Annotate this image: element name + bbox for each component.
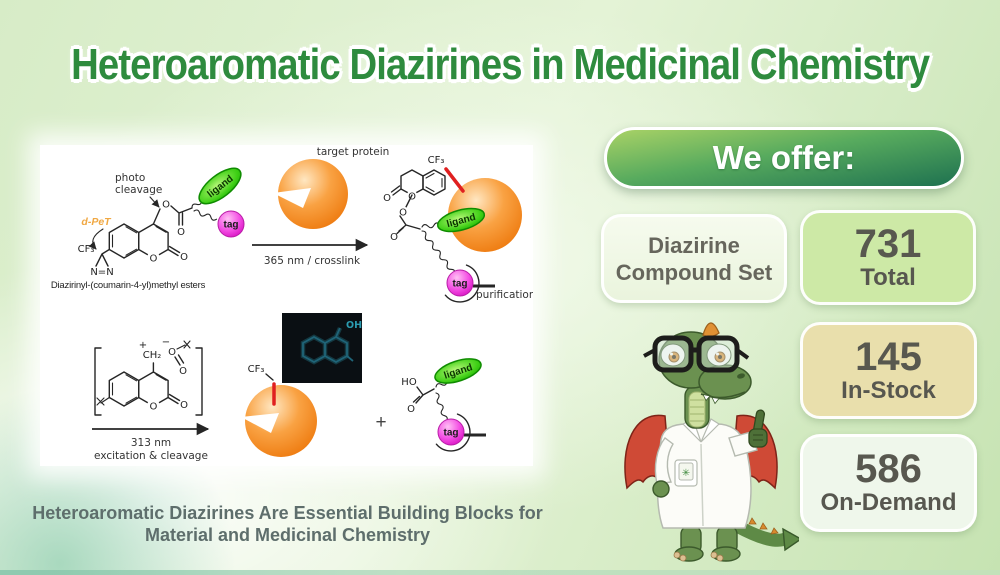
caption-line2: Material and Medicinal Chemistry [144, 525, 431, 545]
dragon-teeth [702, 393, 720, 405]
dragon-left-arm [652, 437, 674, 498]
page-title: Heteroaromatic Diazirines in Medicinal C… [70, 40, 930, 89]
label-d-pet: d-PeT [81, 216, 112, 228]
atom-ho: HO [401, 377, 417, 388]
target-protein-step: target protein 365 nm / crosslink [252, 146, 389, 267]
dragon-legs [673, 525, 741, 562]
ligand-badge: ligand [434, 358, 482, 384]
dragon-glasses [643, 335, 750, 373]
atom-o: O [407, 404, 415, 415]
atom-o: O [399, 208, 407, 219]
label-photo: photo [115, 172, 145, 184]
badge-molecule-icon: ✳ [682, 468, 690, 479]
tag-label: tag [453, 279, 468, 290]
label-step2-action: excitation & cleavage [94, 450, 208, 462]
ligand-badge: ligand [198, 167, 242, 205]
product-card: Diazirine Compound Set [601, 214, 787, 303]
atom-cf3: CF₃ [248, 364, 265, 375]
atom-o: O [383, 193, 391, 204]
atom-o: O [149, 402, 157, 413]
tag-badge: tag [444, 264, 495, 303]
dragon-thumbs-up-arm [728, 409, 768, 457]
fluorescent-product: OH CF₃ + [241, 313, 387, 457]
atom-cf3: CF₃ [78, 244, 95, 255]
plus-sign: + [375, 412, 386, 433]
stat-total-label: Total [860, 263, 916, 291]
target-protein-sphere [278, 159, 348, 229]
stat-total-value: 731 [854, 221, 922, 266]
stat-card-instock: 145 In-Stock [800, 322, 977, 419]
stat-instock-label: In-Stock [841, 376, 936, 404]
stat-ondemand-value: 586 [855, 447, 922, 491]
atom-o: O [168, 347, 176, 358]
atom-o: O [180, 400, 188, 411]
crosslinked-product: O O CF₃ O O ligand tag [383, 155, 533, 303]
dragon-neck [684, 385, 710, 429]
nostril [737, 373, 745, 379]
stat-instock-value: 145 [855, 334, 922, 379]
crosslink-red-bond [444, 167, 465, 193]
released-ligand-tag: HO O ligand tag [401, 358, 486, 452]
charge-minus: − [162, 337, 170, 348]
atom-oh: OH [346, 320, 362, 331]
atom-o: O [179, 366, 187, 377]
reaction-scheme: O O O O CF₃ N=N ligand [51, 146, 533, 462]
bottom-accent-strip [0, 570, 1000, 575]
protein-notch [273, 188, 311, 208]
tag-badge: tag [435, 413, 486, 452]
reaction-scheme-panel: O O O O CF₃ N=N ligand [40, 145, 533, 466]
caption-line1: Heteroaromatic Diazirines Are Essential … [32, 503, 543, 523]
reagent-caption: Diazirinyl-(coumarin-4-yl)methyl esters [51, 280, 206, 291]
atom-o: O [149, 254, 157, 265]
product-card-label: Diazirine Compound Set [615, 232, 773, 285]
dragon-horn [702, 322, 720, 338]
label-purification: purification [476, 289, 533, 301]
ligand-badge: ligand [436, 207, 486, 233]
atom-cf3: CF₃ [428, 155, 445, 166]
fist [748, 428, 768, 448]
diazirine-coumarin-structure: O O O O CF₃ N=N ligand [51, 167, 245, 291]
atom-o: O [408, 192, 416, 203]
atom-o: O [177, 227, 185, 238]
label-step1: 365 nm / crosslink [264, 255, 361, 267]
protein-notch [241, 413, 279, 433]
we-offer-label: We offer: [712, 139, 856, 176]
fluorescence-photo [282, 313, 362, 383]
atom-o: O [162, 200, 170, 211]
stat-card-total: 731 Total [800, 210, 976, 305]
stat-ondemand-label: On-Demand [820, 489, 957, 516]
tag-label: tag [224, 220, 239, 231]
protein-sphere [245, 385, 317, 457]
atom-ch2: CH₂ [143, 350, 162, 361]
atom-o: O [390, 232, 398, 243]
label-step2-nm: 313 nm [131, 437, 171, 449]
tag-label: tag [444, 428, 459, 439]
label-cleavage: cleavage [115, 184, 162, 196]
tag-badge: tag [217, 210, 245, 238]
dragon-tail [730, 517, 799, 552]
charge-plus: + [139, 340, 147, 351]
bottom-caption: Heteroaromatic Diazirines Are Essential … [0, 502, 575, 546]
stat-card-ondemand: 586 On-Demand [800, 434, 977, 532]
label-target-protein: target protein [317, 146, 390, 158]
photocleavage-intermediate: O O CH₂ + − O O 313 nm excitation & clea… [92, 337, 210, 462]
dragon-mascot: ✳ [624, 322, 799, 562]
atom-diazirine-nn: N=N [90, 267, 113, 278]
atom-o: O [180, 252, 188, 263]
we-offer-banner: We offer: [604, 127, 964, 189]
